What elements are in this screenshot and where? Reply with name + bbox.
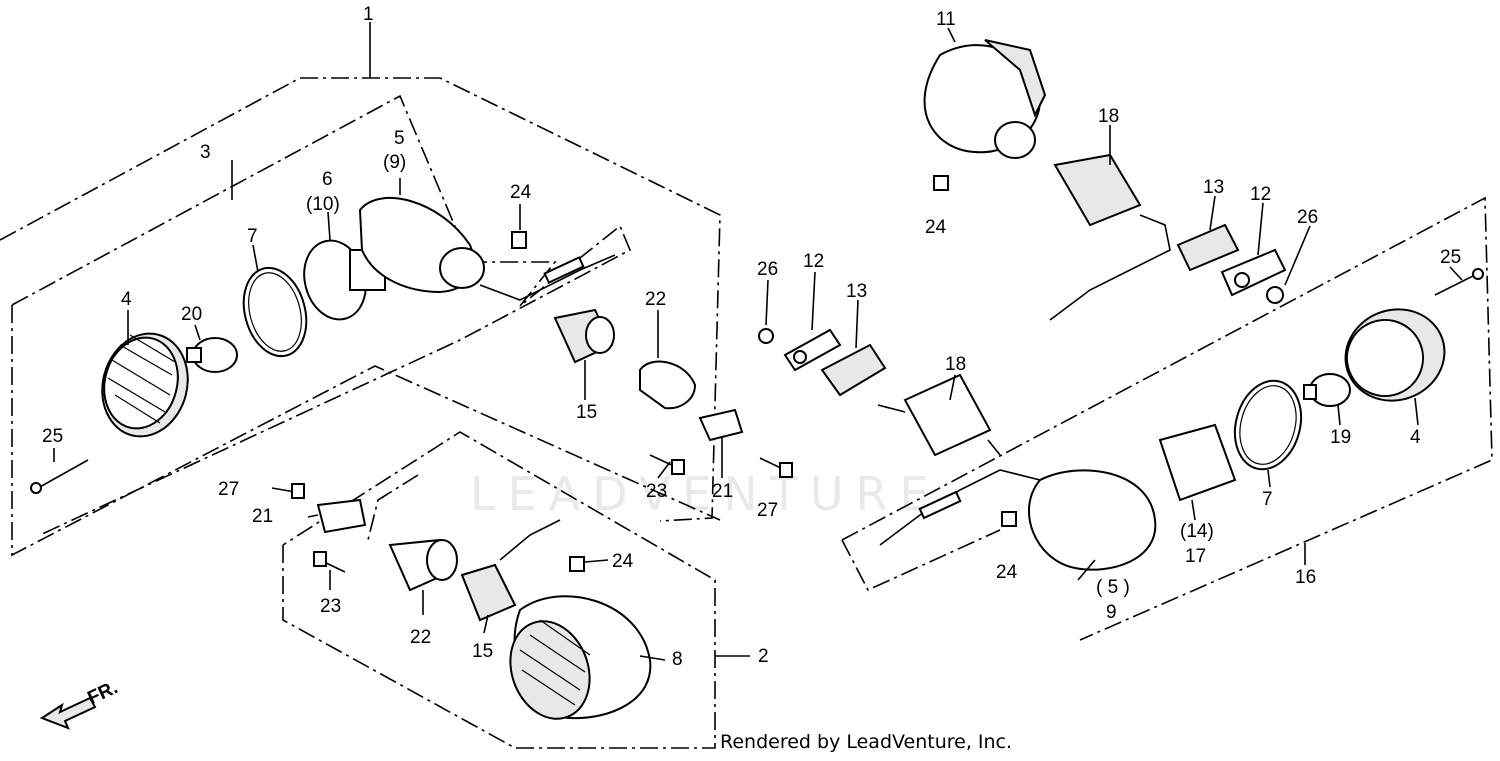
- socket-14: [1158, 423, 1237, 502]
- callout-4-right: 4: [1410, 427, 1421, 448]
- callout-26-right: 26: [1297, 207, 1318, 228]
- callout-24-a: 24: [510, 182, 532, 203]
- callout-27-center: 27: [757, 500, 778, 521]
- lens-8: [509, 595, 652, 720]
- callout-24-bottom: 24: [612, 551, 634, 572]
- callout-2: 2: [758, 646, 769, 667]
- rim-4-right: [1344, 308, 1446, 402]
- nut-26-center: [758, 328, 774, 344]
- callout-21-left: 21: [712, 481, 733, 502]
- callout-9: 9: [1106, 602, 1117, 623]
- group-outline-2: [282, 431, 716, 749]
- bolt-23-left-top: [649, 454, 685, 475]
- callout-25-right: 25: [1440, 247, 1461, 268]
- callout-13-center: 13: [846, 281, 867, 302]
- callout-22-bottom: 22: [410, 627, 431, 648]
- watermark-text: LEADVENTURE: [470, 467, 941, 521]
- bolt-27-center: [759, 457, 793, 478]
- callout-19: 19: [1330, 427, 1351, 448]
- bolt-27-bottom: [271, 483, 305, 499]
- callout-13-right: 13: [1203, 177, 1224, 198]
- callout-27-bottom: 27: [218, 479, 239, 500]
- callout-6: 6: [322, 169, 333, 190]
- callout-23-bottom: 23: [320, 596, 341, 617]
- screw-25-right: [1434, 268, 1484, 296]
- lens-4-left: [101, 332, 189, 438]
- callout-11: 11: [936, 9, 956, 30]
- callout-numbers: 1 3 5 (9) 6 (10) 24 7 4 20 25 15 22 23 2…: [42, 4, 1461, 670]
- relay-18-center: [877, 373, 1001, 457]
- clamp-22-bottom: [388, 538, 458, 592]
- housing-5: [358, 196, 485, 294]
- callout-3: 3: [200, 142, 211, 163]
- callout-8: 8: [672, 649, 683, 670]
- callout-24-right-top: 24: [925, 217, 947, 238]
- grommet-13-right: [1176, 223, 1240, 272]
- grommet-13-center: [820, 343, 887, 397]
- relay-18-top: [1049, 153, 1171, 321]
- callout-17: 17: [1185, 546, 1206, 567]
- screw-24-right-bottom: [1001, 511, 1017, 527]
- clamp-21-left: [698, 408, 744, 442]
- plate-12-right: [1220, 248, 1287, 297]
- group-outline-16: [841, 196, 1493, 641]
- callout-14-paren: (14): [1180, 521, 1214, 542]
- callout-21-bottom: 21: [252, 506, 273, 527]
- gasket-7-right: [1233, 379, 1303, 471]
- callout-10-paren: (10): [306, 194, 340, 215]
- callout-leaders: [53, 27, 1463, 661]
- callout-18-center: 18: [945, 354, 966, 375]
- callout-7-right: 7: [1262, 489, 1273, 510]
- callout-7-left: 7: [247, 226, 258, 247]
- callout-12-center: 12: [803, 251, 824, 272]
- callout-26-center: 26: [757, 259, 778, 280]
- housing-9: [879, 469, 1157, 571]
- direction-arrow: FR.: [39, 677, 121, 730]
- callout-15-bottom: 15: [472, 641, 493, 662]
- group-outline-3: [0, 77, 721, 557]
- clamp-21-bottom: [316, 498, 367, 534]
- bolt-23-bottom: [313, 551, 346, 573]
- callout-20: 20: [181, 304, 202, 325]
- callout-22-left: 22: [645, 289, 666, 310]
- callout-15-left: 15: [576, 402, 597, 423]
- callout-1: 1: [363, 4, 374, 25]
- housing-11: [923, 39, 1047, 159]
- callout-4-left: 4: [121, 289, 132, 310]
- grommet-15-right: [460, 519, 561, 622]
- callout-16: 16: [1295, 567, 1316, 588]
- nut-26-right: [1266, 286, 1284, 304]
- callout-23-left: 23: [646, 481, 667, 502]
- clamp-22-left: [639, 360, 697, 410]
- callout-12-right: 12: [1250, 184, 1271, 205]
- credit-text: Rendered by LeadVenture, Inc.: [720, 731, 1013, 753]
- screw-24-right-top: [933, 175, 949, 191]
- screw-24-left-top: [511, 231, 527, 249]
- callout-5: 5: [394, 128, 405, 149]
- screw-25-left: [30, 459, 89, 494]
- bulb-20: [186, 337, 238, 373]
- grommet-15-left: [553, 308, 615, 364]
- bulb-19: [1303, 373, 1351, 407]
- callout-25-left: 25: [42, 426, 63, 447]
- callout-5-paren: ( 5 ): [1096, 577, 1130, 598]
- callout-24-right-bottom: 24: [996, 562, 1018, 583]
- callout-9-paren: (9): [383, 152, 406, 173]
- gasket-7-left: [242, 266, 308, 358]
- plate-12-center: [783, 328, 842, 372]
- callout-18-top: 18: [1098, 106, 1119, 127]
- wire-left-top: [479, 254, 616, 301]
- screw-24-bottom: [569, 556, 585, 572]
